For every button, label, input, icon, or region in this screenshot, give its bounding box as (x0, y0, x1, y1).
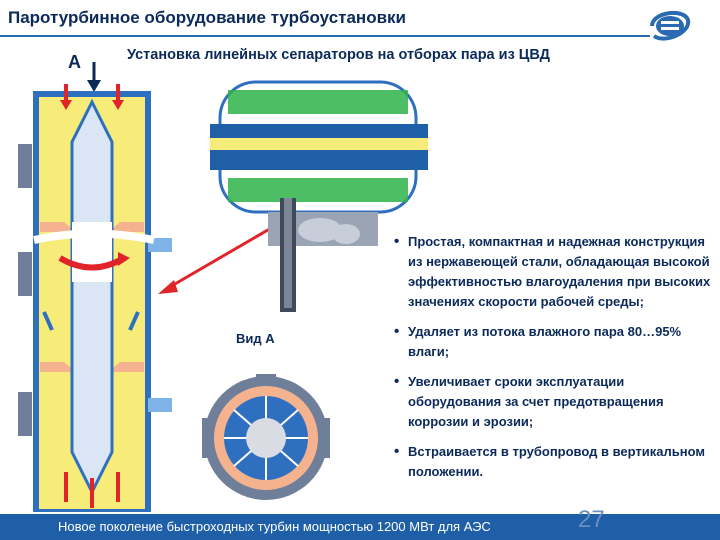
title-divider (0, 35, 650, 37)
company-logo-icon (650, 10, 691, 41)
detail-pointer-arrow (158, 218, 286, 294)
view-a-caption: Вид А (236, 331, 275, 346)
view-marker-label: А (68, 52, 81, 72)
footer-bar (0, 514, 720, 540)
footer-text: Новое поколение быстроходных турбин мощн… (58, 519, 491, 534)
section-subtitle: Установка линейных сепараторов на отбора… (127, 47, 551, 63)
inner-tube (70, 98, 114, 496)
feature-item: Увеличивает сроки эксплуатации оборудова… (392, 372, 712, 432)
feature-item: Удаляет из потока влажного пара 80…95% в… (392, 322, 712, 362)
feature-item: Встраивается в трубопровод в вертикально… (392, 442, 712, 482)
page-title: Паротурбинное оборудование турбоустановк… (8, 8, 406, 27)
view-a-diagram (202, 374, 330, 500)
feature-list: Простая, компактная и надежная конструкц… (392, 232, 712, 492)
turbine-cylinder-diagram (210, 80, 428, 312)
page-number: 27 (578, 506, 605, 533)
separator-section-diagram (18, 62, 172, 512)
feature-item: Простая, компактная и надежная конструкц… (392, 232, 712, 312)
